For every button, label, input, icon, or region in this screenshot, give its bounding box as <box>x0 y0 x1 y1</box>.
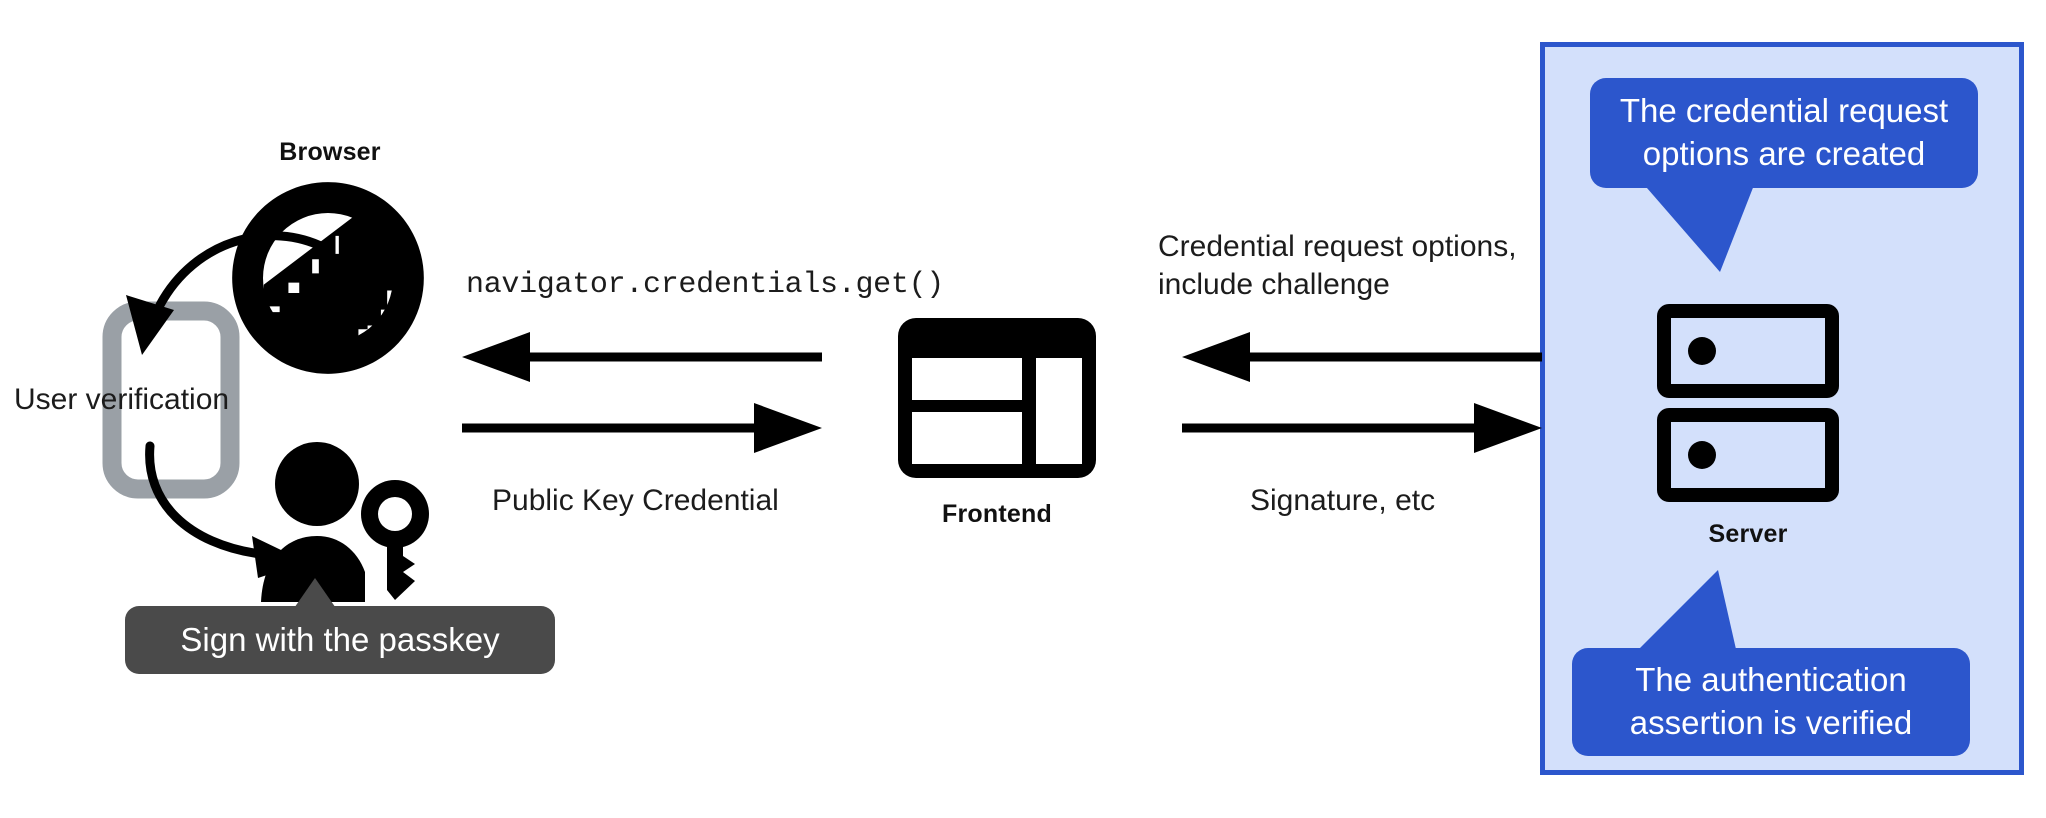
frontend-to-browser-arrow <box>462 332 822 382</box>
server-to-frontend-arrow <box>1182 332 1542 382</box>
assertion-verified-callout-tail-icon <box>1630 570 1780 660</box>
browser-to-phone-arrow <box>100 200 330 370</box>
user-verification-label: User verification <box>14 383 230 416</box>
assertion-verified-callout-text: The authentication assertion is verified <box>1629 661 1913 741</box>
server-label: Server <box>1708 520 1788 548</box>
globe-icon <box>228 178 428 378</box>
frontend-to-server-arrow <box>1182 403 1542 453</box>
public-key-credential-label: Public Key Credential <box>492 484 779 517</box>
credential-options-callout-text: The credential request options are creat… <box>1619 92 1949 172</box>
browser-window-icon <box>898 318 1096 478</box>
server-rack-icon <box>1657 304 1839 502</box>
assertion-verified-callout: The authentication assertion is verified <box>1572 648 1970 756</box>
frontend-label: Frontend <box>942 500 1052 528</box>
signature-etc-label: Signature, etc <box>1250 484 1436 517</box>
sign-with-passkey-tooltip: Sign with the passkey <box>125 606 555 674</box>
user-with-key-icon <box>255 440 435 610</box>
browser-label-text: Browser <box>279 138 381 166</box>
navigator-call-label: navigator.credentials.get() <box>466 268 944 302</box>
tooltip-tail-icon <box>270 578 360 614</box>
sign-with-passkey-tooltip-text: Sign with the passkey <box>180 621 500 658</box>
credential-request-options-label: Credential request options, include chal… <box>1158 230 1517 302</box>
browser-label: Browser <box>230 138 430 167</box>
credential-options-callout-tail-icon <box>1640 180 1770 272</box>
credential-options-callout: The credential request options are creat… <box>1590 78 1978 188</box>
browser-to-frontend-arrow <box>462 403 822 453</box>
